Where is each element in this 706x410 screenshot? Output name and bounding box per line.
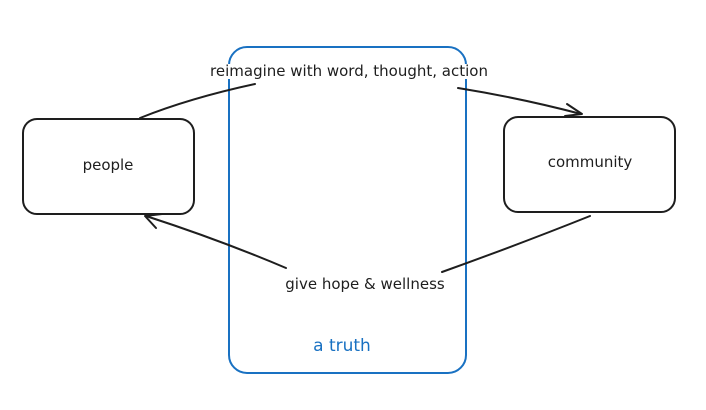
truth-container[interactable] — [228, 46, 467, 374]
arrow-community-to-people[interactable] — [144, 213, 591, 273]
arrow-line-bottom-left — [145, 215, 287, 269]
edge-label-reimagine: reimagine with word, thought, action — [194, 64, 504, 79]
arrowhead-community-icon — [564, 103, 583, 117]
arrow-line-top-left — [139, 83, 256, 119]
arrow-line-top-right — [457, 87, 582, 115]
edge-label-give-hope: give hope & wellness — [270, 277, 460, 292]
arrow-people-to-community[interactable] — [139, 83, 583, 119]
arrowhead-people-icon — [144, 213, 163, 229]
community-node-label: community — [547, 153, 633, 171]
community-node[interactable] — [503, 116, 676, 213]
people-node-label: people — [82, 156, 134, 174]
people-node[interactable] — [22, 118, 195, 215]
arrow-line-bottom-right — [441, 215, 591, 273]
truth-container-label: a truth — [313, 336, 371, 356]
